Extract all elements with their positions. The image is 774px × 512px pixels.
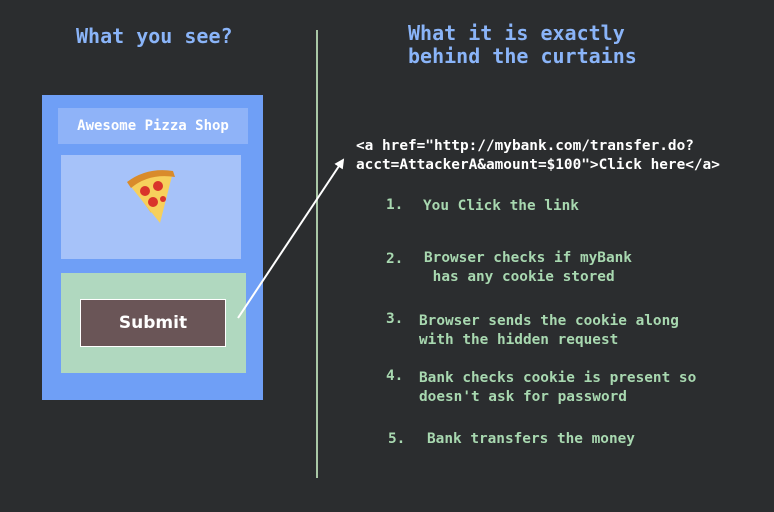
step-text: You Click the link (423, 198, 579, 214)
step-4: 4. Bank checks cookie is present so does… (386, 367, 696, 443)
shop-title: Awesome Pizza Shop (77, 118, 229, 134)
step-text: Browser sends the cookie along with the … (419, 313, 679, 348)
step-number: 1. (386, 197, 404, 213)
right-heading: What it is exactly behind the curtains (408, 21, 637, 68)
step-number: 4. (386, 368, 404, 384)
submit-button[interactable]: Submit (80, 299, 226, 347)
step-number: 5. (388, 431, 406, 447)
step-5: 5. Bank transfers the money (386, 430, 635, 506)
step-1: 1. You Click the link (386, 196, 579, 272)
shop-title-bar: Awesome Pizza Shop (58, 108, 248, 144)
vertical-divider (316, 30, 318, 478)
step-number: 2. (386, 251, 404, 267)
step-2: 2. Browser checks if myBank has any cook… (386, 250, 632, 326)
code-snippet: <a href="http://mybank.com/transfer.do? … (356, 138, 720, 173)
step-text: Browser checks if myBank has any cookie … (424, 250, 632, 285)
step-text: Bank transfers the money (427, 431, 635, 447)
left-heading: What you see? (76, 24, 233, 48)
step-text: Bank checks cookie is present so doesn't… (419, 370, 697, 405)
step-3: 3. Browser sends the cookie along with t… (386, 310, 679, 386)
pizza-image-box (61, 155, 241, 259)
pizza-slice-icon (127, 170, 175, 223)
step-number: 3. (386, 311, 404, 327)
